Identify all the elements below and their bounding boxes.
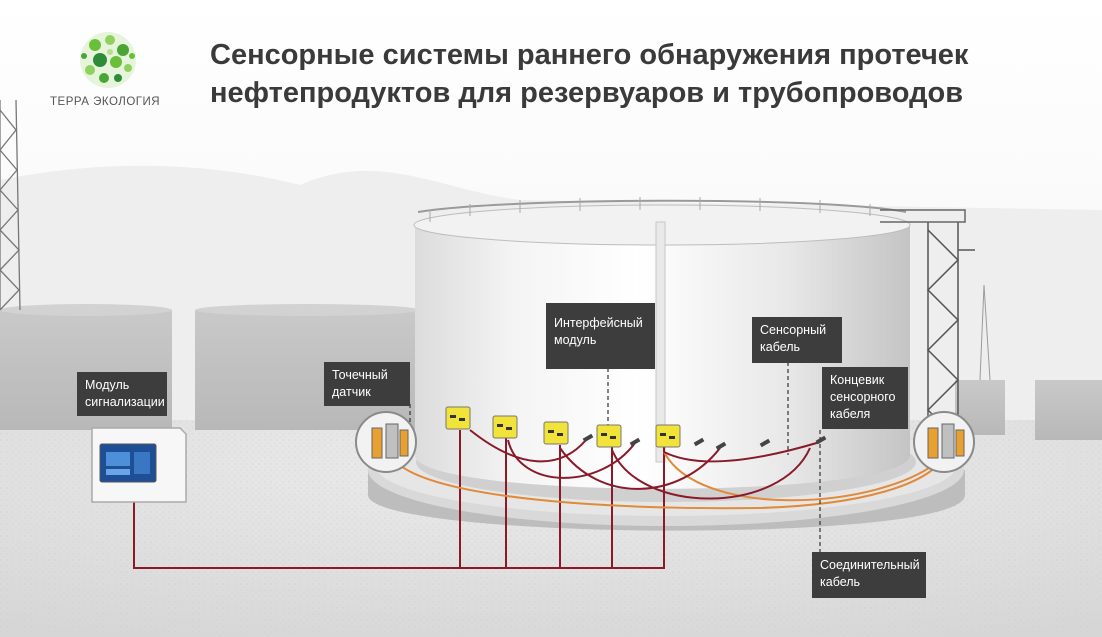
cable-terminator xyxy=(913,411,975,473)
label-cable-terminator-line-2: сенсорного xyxy=(830,390,896,404)
brand-name: ТЕРРА ЭКОЛОГИЯ xyxy=(50,96,161,108)
interface-module-5 xyxy=(655,424,681,448)
interface-module-1 xyxy=(445,406,471,430)
connecting-cable-lines xyxy=(133,430,665,569)
label-alarm-module-line-1: Модуль xyxy=(85,378,130,392)
storage-tank xyxy=(413,197,911,489)
point-sensor xyxy=(355,411,417,473)
label-point-sensor: Точечный датчик xyxy=(324,362,410,406)
label-cable-terminator-line-3: кабеля xyxy=(830,407,871,421)
interface-module-3 xyxy=(543,421,569,445)
terra-ecology-logo-icon xyxy=(80,32,136,88)
label-interface-module-line-2: модуль xyxy=(554,333,597,347)
page-title: Сенсорные системы раннего обнаружения пр… xyxy=(210,36,1080,112)
label-connecting-cable-line-1: Соединительный xyxy=(820,558,920,572)
label-cable-terminator: Концевик сенсорного кабеля xyxy=(822,367,908,429)
label-interface-module: Интерфейсный модуль xyxy=(546,303,655,369)
label-alarm-module-line-2: сигнализации xyxy=(85,395,165,409)
label-point-sensor-line-1: Точечный xyxy=(332,368,388,382)
label-point-sensor-line-2: датчик xyxy=(332,385,371,399)
sensor-cable-lines xyxy=(393,429,946,510)
label-alarm-module: Модуль сигнализации xyxy=(77,372,167,416)
label-sensor-cable: Сенсорный кабель xyxy=(752,317,842,363)
interface-module-2 xyxy=(492,415,518,439)
label-interface-module-line-1: Интерфейсный xyxy=(554,316,643,330)
label-sensor-cable-line-1: Сенсорный xyxy=(760,323,827,337)
left-tower xyxy=(0,99,21,311)
interface-modules xyxy=(445,406,681,448)
title-line-1: Сенсорные системы раннего обнаружения пр… xyxy=(210,39,969,71)
label-connecting-cable: Соединительный кабель xyxy=(812,552,926,598)
label-sensor-cable-line-2: кабель xyxy=(760,340,801,354)
interface-module-4 xyxy=(596,424,622,448)
label-cable-terminator-line-1: Концевик xyxy=(830,373,885,387)
title-line-2: нефтепродуктов для резервуаров и трубопр… xyxy=(210,77,964,109)
stair-tower xyxy=(880,209,975,441)
leader-lines xyxy=(409,362,821,552)
label-connecting-cable-line-2: кабель xyxy=(820,575,861,589)
alarm-module-device xyxy=(91,427,187,503)
